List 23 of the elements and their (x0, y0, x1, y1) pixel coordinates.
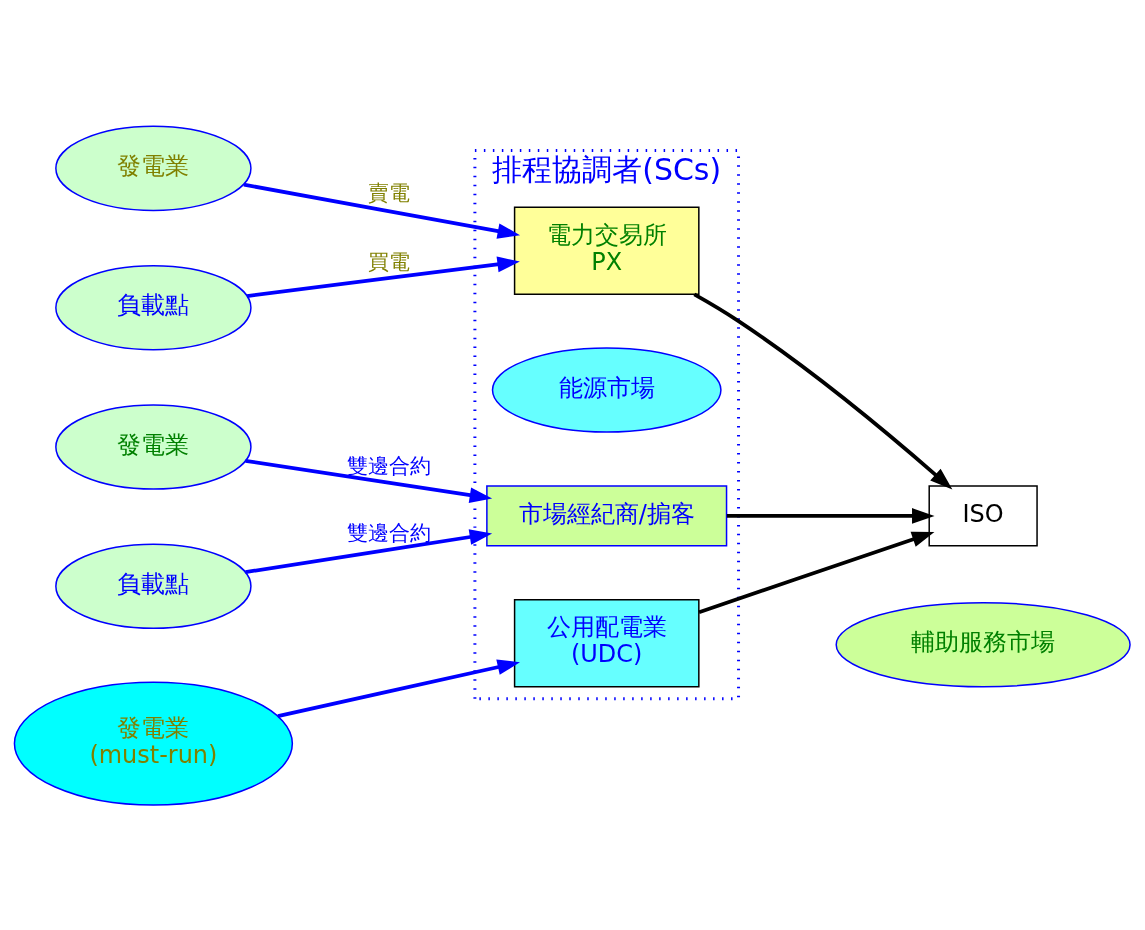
arrow (245, 528, 493, 574)
node-box: 電力交易所 PX (513, 206, 700, 295)
node-ellipse: 發電業 (55, 403, 252, 490)
arrow (698, 531, 935, 614)
arrow (245, 458, 493, 503)
node-ellipse: 輔助服務市場 (835, 601, 1131, 687)
edge-label: 買電 (368, 249, 411, 274)
node-box: 市場經紀商/掮客 (486, 484, 728, 547)
node-ellipse: 負載點 (55, 264, 252, 350)
edge-label: 雙邊合約 (347, 520, 432, 545)
arrow (246, 256, 520, 298)
node-ellipse: 發電業 (must-run) (13, 680, 294, 806)
arrow (726, 507, 935, 524)
node-box: ISO (928, 484, 1038, 547)
edge-label: 雙邊合約 (347, 453, 432, 478)
node-ellipse: 能源市場 (491, 346, 722, 433)
arrow (277, 658, 520, 718)
node-ellipse: 發電業 (55, 125, 252, 211)
node-ellipse: 負載點 (55, 543, 252, 629)
arrow (693, 292, 953, 489)
arrow (243, 182, 521, 239)
node-box: 公用配電業 (UDC) (513, 598, 700, 687)
edge-label: 賣電 (368, 180, 411, 205)
